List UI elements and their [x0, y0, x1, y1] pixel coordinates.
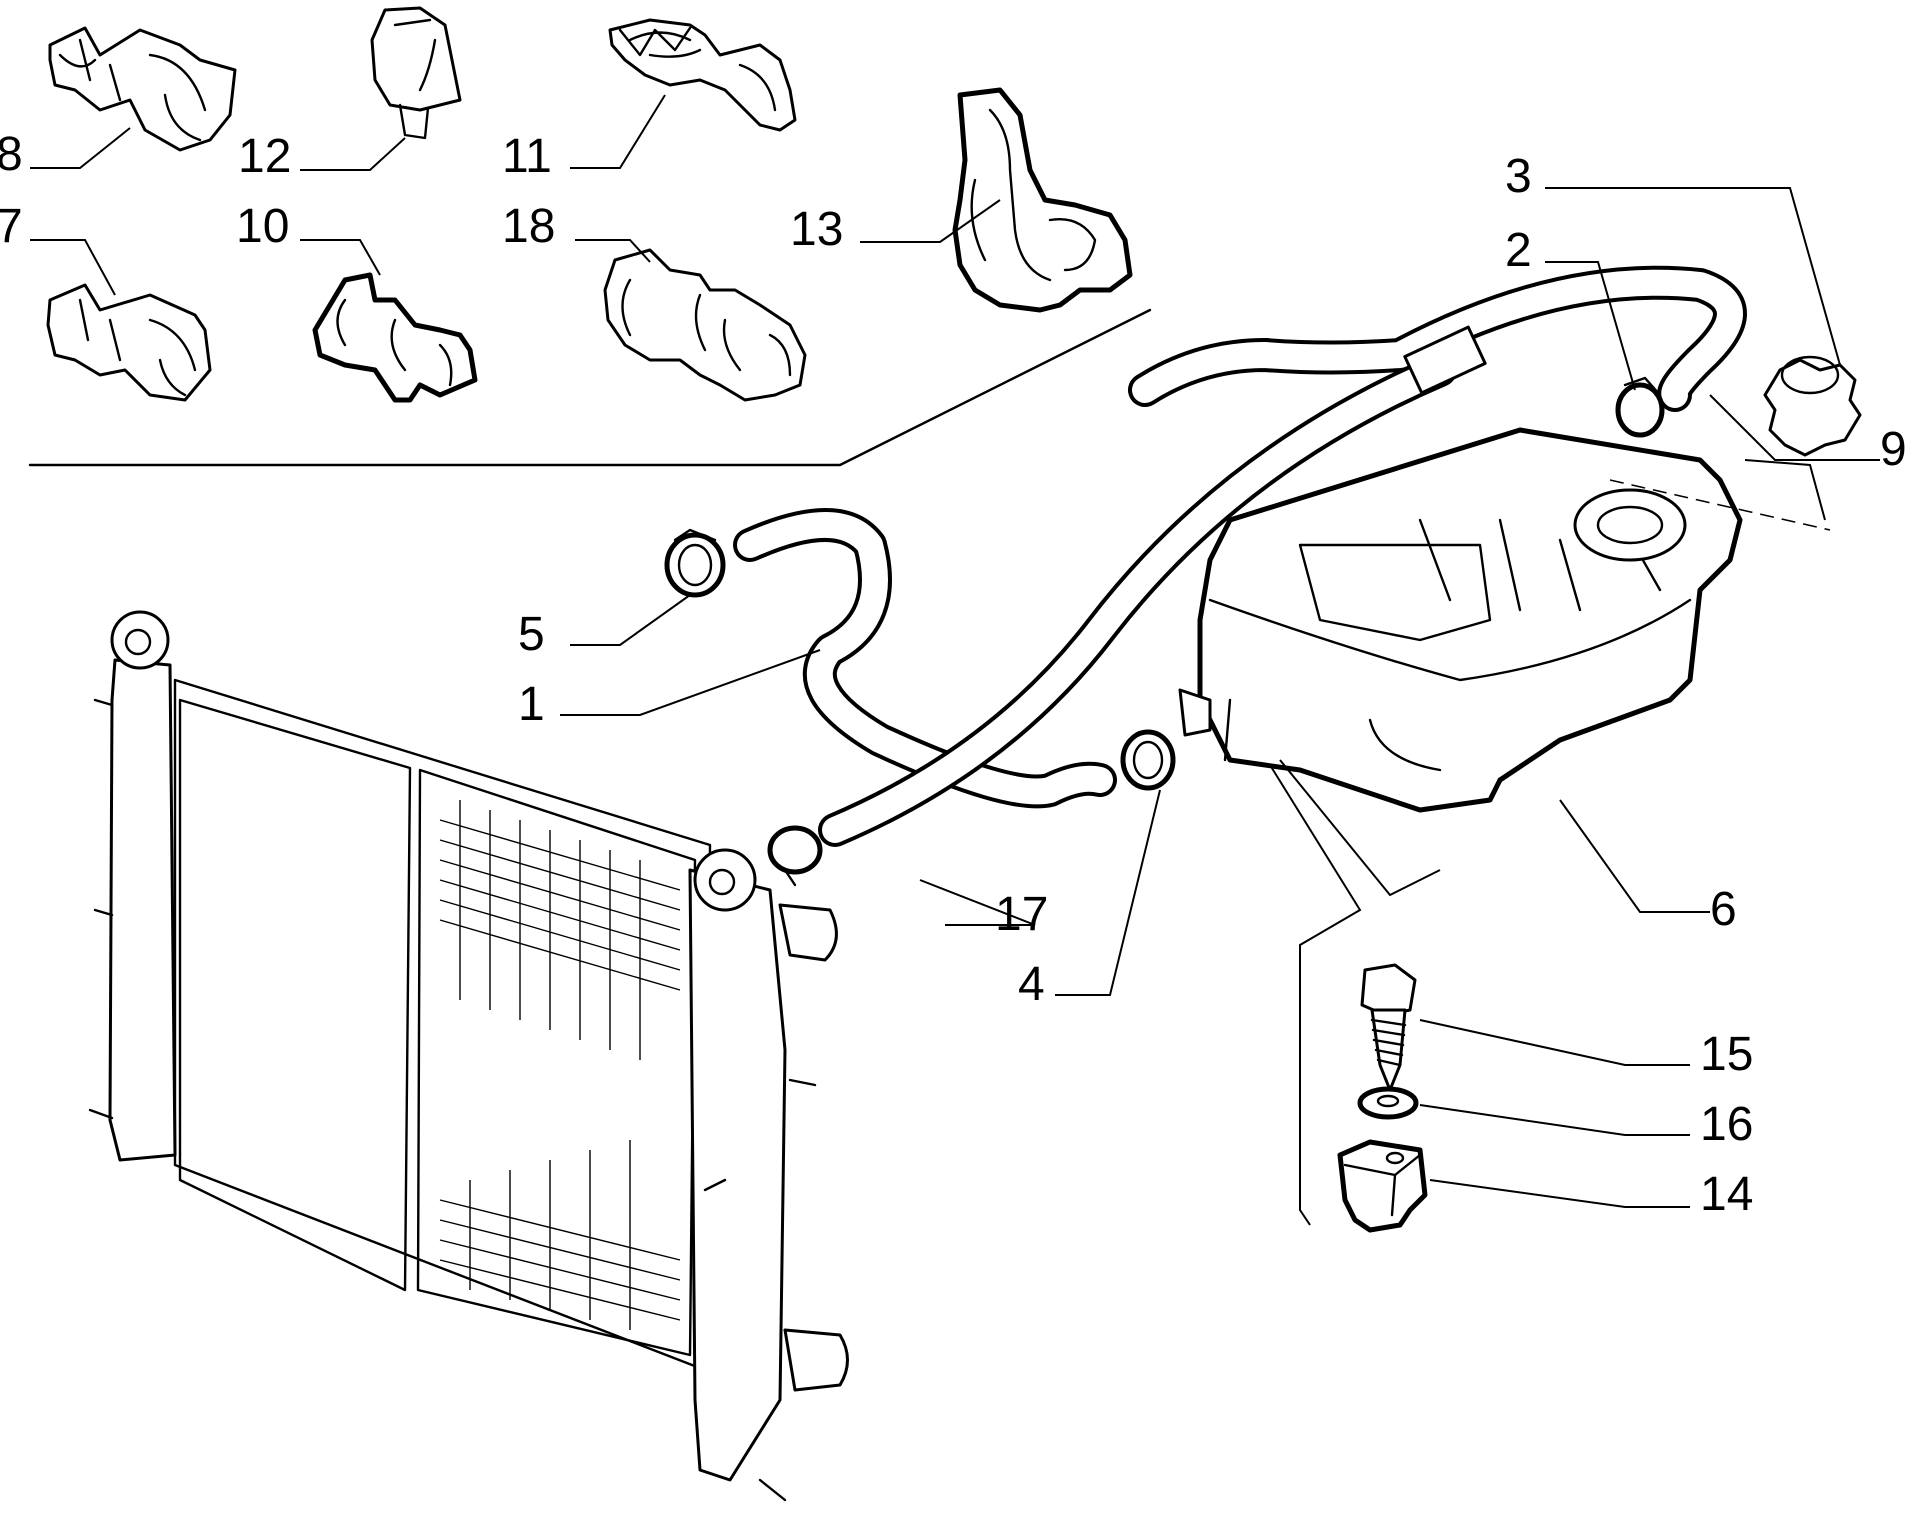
clip-10-drawing [312, 272, 478, 403]
callout-8: 8 [0, 128, 23, 181]
callout-16: 16 [1700, 1098, 1753, 1151]
cap-axis-dashed [1609, 479, 1831, 531]
radiator-drawing [88, 610, 849, 1502]
callout-1: 1 [518, 678, 545, 731]
washer-16-drawing [1357, 1086, 1419, 1120]
clip-11-drawing [608, 18, 797, 132]
clamp-5-drawing [664, 528, 726, 598]
clip-18-drawing [603, 248, 807, 402]
callout-10: 10 [236, 200, 289, 253]
callout-13: 13 [790, 203, 843, 256]
clip-12-drawing [370, 6, 462, 140]
callout-12: 12 [238, 130, 291, 183]
callout-17: 17 [995, 888, 1048, 941]
callout-2: 2 [1505, 224, 1532, 277]
callout-4: 4 [1018, 958, 1045, 1011]
clamp-2-drawing [1615, 376, 1665, 438]
mount-14-drawing [1337, 1139, 1428, 1233]
callout-9: 9 [1880, 423, 1907, 476]
callout-11: 11 [502, 130, 552, 183]
breather-hose-drawing [1128, 265, 1747, 412]
clip-13-drawing [952, 87, 1133, 313]
callout-3: 3 [1505, 150, 1532, 203]
callout-7: 7 [0, 200, 23, 253]
callout-5: 5 [518, 608, 545, 661]
clamp-4-drawing [1120, 729, 1176, 791]
leader-lines [30, 94, 1880, 1226]
callout-18: 18 [502, 200, 555, 253]
bolt-15-drawing [1360, 963, 1417, 1092]
upper-hose-1-drawing [733, 508, 1117, 809]
clip-8-drawing [48, 26, 237, 152]
expansion-tank-drawing [1178, 427, 1743, 813]
callout-15: 15 [1700, 1028, 1753, 1081]
overflow-hose-drawing [818, 353, 1457, 847]
callout-6: 6 [1710, 883, 1737, 936]
clamp-17-drawing [767, 825, 823, 887]
clip-7-drawing [46, 283, 212, 402]
inset-separator-line [28, 308, 1152, 467]
cap-3-drawing [1763, 355, 1862, 457]
callout-14: 14 [1700, 1168, 1753, 1221]
